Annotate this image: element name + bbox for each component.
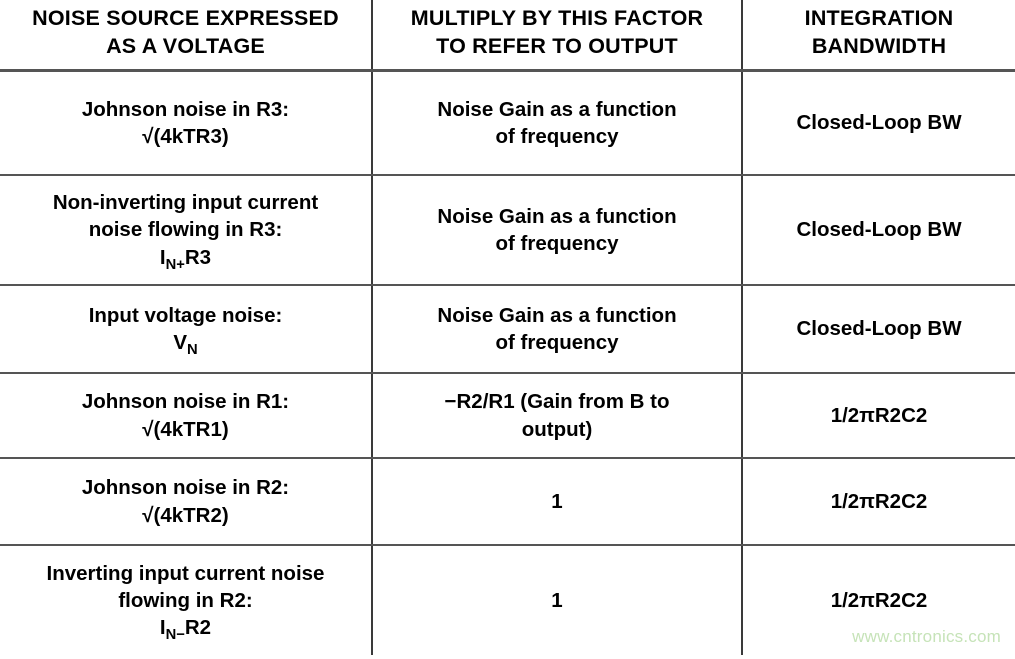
column-header-multiply-factor: MULTIPLY BY THIS FACTOR TO REFER TO OUTP… xyxy=(372,0,743,72)
integration-bandwidth-value: 1/2πR2C2 xyxy=(830,588,928,612)
noise-source-label: Non-inverting input current xyxy=(52,191,319,215)
cell-integration-bandwidth: 1/2πR2C2 xyxy=(742,458,1015,546)
noise-source-expression: IN+R3 xyxy=(8,244,363,273)
noise-source-label: Johnson noise in R1: xyxy=(81,390,290,414)
cell-multiply-factor: −R2/R1 (Gain from B to output) xyxy=(372,373,743,459)
noise-source-expression: √(4kTR2) xyxy=(8,502,363,529)
noise-source-label: Johnson noise in R2: xyxy=(81,476,290,500)
cell-integration-bandwidth: Closed-Loop BW xyxy=(742,70,1015,176)
expression-pre: V xyxy=(173,331,188,354)
expression-subscript: N xyxy=(187,342,198,359)
noise-source-label: Inverting input current noise xyxy=(46,561,325,585)
multiply-factor-line1: Noise Gain as a function xyxy=(437,303,677,327)
multiply-factor-line2: of frequency xyxy=(495,124,619,148)
noise-source-label: Johnson noise in R3: xyxy=(81,97,290,121)
noise-source-expression: IN−R2 xyxy=(8,614,363,644)
expression-pre: √(4kTR2) xyxy=(142,503,229,527)
expression-pre: √(4kTR1) xyxy=(142,417,229,441)
expression-pre: I xyxy=(159,616,166,640)
expression-subscript: N+ xyxy=(165,256,185,273)
expression-post: R3 xyxy=(184,245,212,269)
site-watermark: www.cntronics.com xyxy=(852,627,1001,646)
noise-source-label: Input voltage noise: xyxy=(88,303,283,327)
cell-noise-source: Johnson noise in R2: √(4kTR2) xyxy=(0,458,373,546)
integration-bandwidth-value: 1/2πR2C2 xyxy=(830,489,928,513)
table-row: Inverting input current noise flowing in… xyxy=(0,545,1015,655)
table-row: Input voltage noise: VN Noise Gain as a … xyxy=(0,285,1015,374)
cell-integration-bandwidth: Closed-Loop BW xyxy=(742,285,1015,374)
column-header-integration-bandwidth-line2: BANDWIDTH xyxy=(811,34,947,59)
multiply-factor-line1: 1 xyxy=(551,588,563,612)
column-header-multiply-factor-line2: TO REFER TO OUTPUT xyxy=(436,34,678,59)
cell-noise-source: Johnson noise in R3: √(4kTR3) xyxy=(0,70,373,176)
expression-pre: I xyxy=(159,245,166,269)
expression-pre: √(4kTR3) xyxy=(142,124,229,148)
column-header-noise-source: NOISE SOURCE EXPRESSED AS A VOLTAGE xyxy=(0,0,373,72)
cell-noise-source: Input voltage noise: VN xyxy=(0,285,373,374)
multiply-factor-line2: of frequency xyxy=(495,331,619,354)
table-row: Non-inverting input current noise flowin… xyxy=(0,175,1015,286)
table-body: Johnson noise in R3: √(4kTR3) Noise Gain… xyxy=(0,70,1015,655)
cell-multiply-factor: Noise Gain as a function of frequency xyxy=(372,175,743,286)
multiply-factor-line2: of frequency xyxy=(495,232,619,255)
integration-bandwidth-value: Closed-Loop BW xyxy=(796,111,962,135)
cell-multiply-factor: 1 xyxy=(372,545,743,655)
cell-noise-source: Non-inverting input current noise flowin… xyxy=(0,175,373,286)
multiply-factor-line2: output) xyxy=(521,417,593,441)
table-row: Johnson noise in R3: √(4kTR3) Noise Gain… xyxy=(0,70,1015,176)
header-row: NOISE SOURCE EXPRESSED AS A VOLTAGE MULT… xyxy=(0,0,1015,72)
integration-bandwidth-value: 1/2πR2C2 xyxy=(830,403,928,427)
noise-source-expression: VN xyxy=(8,329,363,359)
cell-integration-bandwidth: 1/2πR2C2 xyxy=(742,545,1015,655)
multiply-factor-line1: −R2/R1 (Gain from B to xyxy=(444,390,670,414)
noise-source-expression: √(4kTR1) xyxy=(8,416,363,443)
integration-bandwidth-value: Closed-Loop BW xyxy=(796,218,962,242)
cell-multiply-factor: Noise Gain as a function of frequency xyxy=(372,285,743,374)
cell-multiply-factor: Noise Gain as a function of frequency xyxy=(372,70,743,176)
cell-noise-source: Inverting input current noise flowing in… xyxy=(0,545,373,655)
integration-bandwidth-value: Closed-Loop BW xyxy=(796,317,962,341)
column-header-integration-bandwidth-line1: INTEGRATION xyxy=(804,6,954,31)
cell-integration-bandwidth: 1/2πR2C2 xyxy=(742,373,1015,459)
column-header-noise-source-line2: AS A VOLTAGE xyxy=(106,34,265,59)
table-header: NOISE SOURCE EXPRESSED AS A VOLTAGE MULT… xyxy=(0,0,1015,72)
table-row: Johnson noise in R1: √(4kTR1) −R2/R1 (Ga… xyxy=(0,373,1015,459)
column-header-integration-bandwidth: INTEGRATION BANDWIDTH xyxy=(742,0,1015,72)
cell-integration-bandwidth: Closed-Loop BW xyxy=(742,175,1015,286)
multiply-factor-line1: Noise Gain as a function xyxy=(437,97,677,121)
cell-multiply-factor: 1 xyxy=(372,458,743,546)
noise-source-label-cont: noise flowing in R3: xyxy=(88,218,283,242)
multiply-factor-line1: 1 xyxy=(551,489,563,513)
column-header-noise-source-line1: NOISE SOURCE EXPRESSED xyxy=(32,6,339,31)
noise-source-expression: √(4kTR3) xyxy=(8,123,363,150)
noise-source-label-cont: flowing in R2: xyxy=(118,588,253,612)
column-header-multiply-factor-line1: MULTIPLY BY THIS FACTOR xyxy=(410,6,704,31)
table-row: Johnson noise in R2: √(4kTR2) 1 1/2πR2C2 xyxy=(0,458,1015,546)
expression-subscript: N− xyxy=(165,627,185,644)
multiply-factor-line1: Noise Gain as a function xyxy=(437,204,677,228)
cell-noise-source: Johnson noise in R1: √(4kTR1) xyxy=(0,373,373,459)
expression-post: R2 xyxy=(184,616,212,640)
